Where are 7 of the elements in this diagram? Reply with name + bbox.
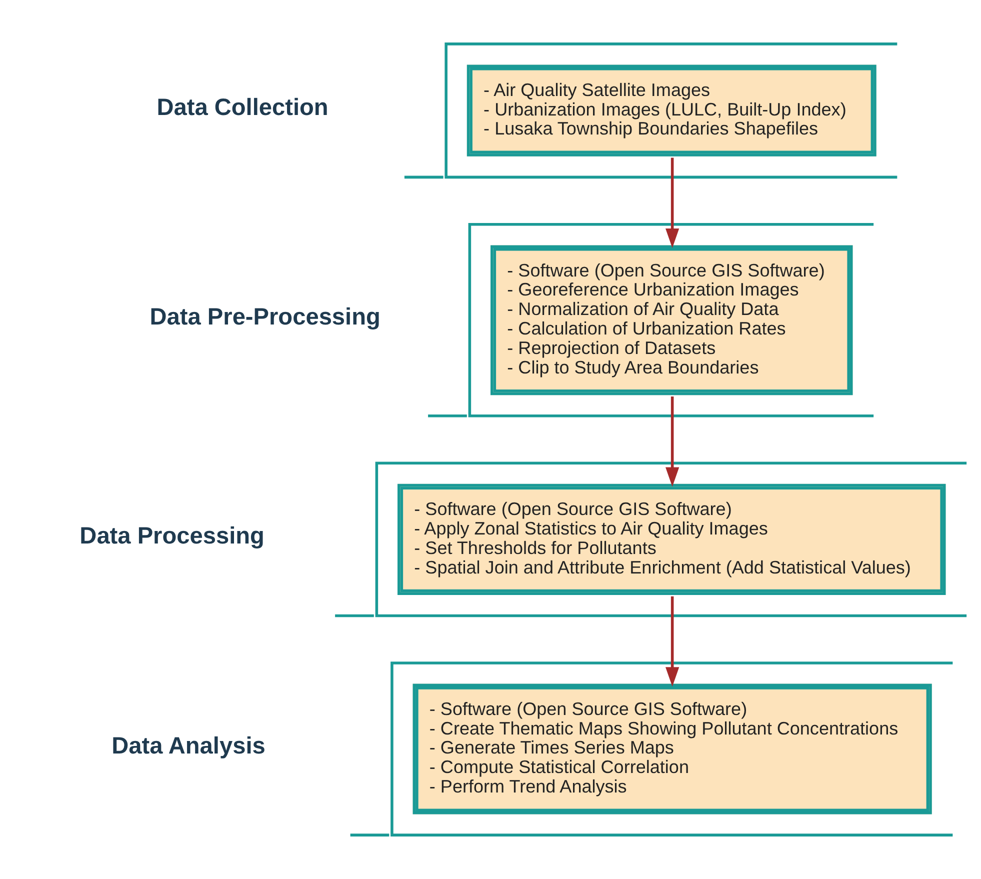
arrow — [666, 396, 680, 487]
node-label: Data Collection — [156, 94, 328, 120]
node-label: Data Analysis — [112, 732, 266, 758]
node-label: Data Processing — [80, 522, 264, 549]
arrow — [666, 596, 680, 687]
node-label: Data Pre-Processing — [150, 303, 380, 330]
arrow — [666, 158, 680, 248]
